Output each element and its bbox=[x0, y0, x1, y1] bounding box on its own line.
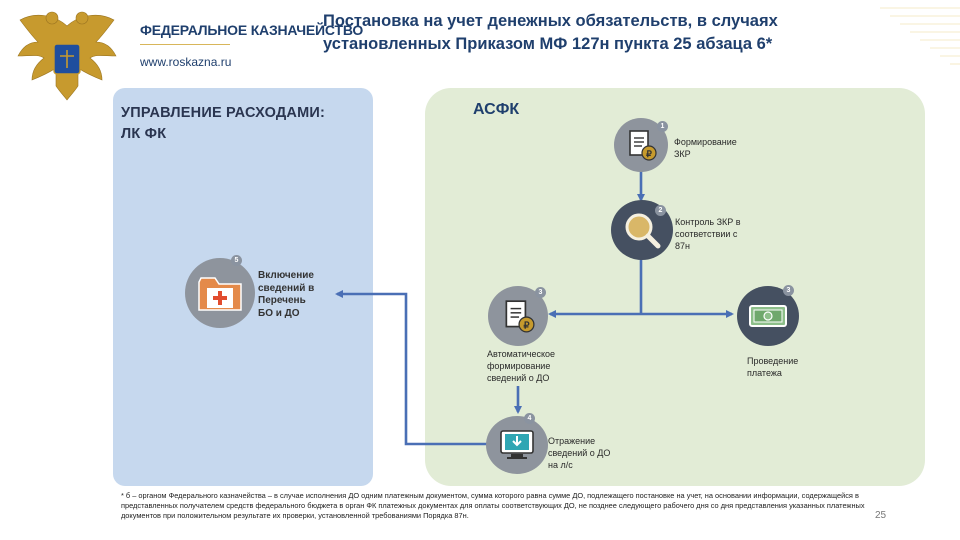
step-5-label-line: Перечень bbox=[258, 295, 306, 306]
step-3-label-line: сведений о ДО bbox=[487, 373, 550, 383]
step-4-number: 4 bbox=[524, 413, 535, 424]
step-2-label-line: Контроль ЗКР в bbox=[675, 217, 741, 227]
folder-plus-icon bbox=[198, 277, 242, 311]
step-3-number: 3 bbox=[535, 287, 546, 298]
step-5-label-line: Включение bbox=[258, 270, 314, 281]
slide-title: Постановка на учет денежных обязательств… bbox=[323, 12, 778, 53]
document-ruble-icon: ₽ bbox=[505, 300, 535, 333]
step-3b-label: Проведение платежа bbox=[747, 355, 798, 379]
svg-text:₽: ₽ bbox=[523, 321, 530, 332]
svg-text:₽: ₽ bbox=[646, 149, 652, 159]
step-1-label-line: Формирование bbox=[674, 137, 737, 147]
step-2-label-line: 87н bbox=[675, 241, 690, 251]
organization-name: ФЕДЕРАЛЬНОЕ КАЗНАЧЕЙСТВО bbox=[140, 22, 364, 38]
step-4-label-line: сведений о ДО bbox=[548, 448, 611, 458]
step-3-label: Автоматическое формирование сведений о Д… bbox=[487, 348, 555, 384]
document-ruble-icon: ₽ bbox=[629, 130, 657, 161]
step-2-label: Контроль ЗКР в соответствии с 87н bbox=[675, 216, 741, 252]
step-3b-label-line: Проведение bbox=[747, 356, 799, 366]
step-2-label-line: соответствии с bbox=[675, 229, 738, 239]
step-5-inclusion-node[interactable] bbox=[185, 258, 255, 328]
step-3b-label-line: платежа bbox=[747, 368, 782, 378]
step-5-number: 5 bbox=[231, 255, 242, 266]
expense-management-title-line2: ЛК ФК bbox=[121, 126, 167, 142]
step-4-reflection-node[interactable] bbox=[486, 416, 548, 474]
banknote-icon bbox=[749, 305, 787, 327]
corner-decoration bbox=[880, 7, 960, 65]
step-4-label: Отражение сведений о ДО на л/с bbox=[548, 435, 610, 471]
step-5-label-line: БО и ДО bbox=[258, 307, 300, 319]
header-divider bbox=[140, 44, 230, 45]
step-3-payment-node[interactable] bbox=[737, 286, 799, 346]
step-5-label: Включение сведений в Перечень БО и ДО bbox=[258, 270, 314, 320]
step-1-number: 1 bbox=[657, 121, 668, 132]
step-4-label-line: на л/с bbox=[548, 460, 573, 470]
expense-management-title: УПРАВЛЕНИЕ РАСХОДАМИ: ЛК ФК bbox=[121, 103, 325, 145]
step-2-number: 2 bbox=[655, 205, 666, 216]
magnifier-icon bbox=[625, 213, 661, 249]
coat-of-arms-emblem-icon bbox=[17, 11, 117, 101]
step-3-label-line: формирование bbox=[487, 361, 551, 371]
step-4-label-line: Отражение bbox=[548, 436, 596, 446]
step-5-label-line: сведений в bbox=[258, 282, 315, 294]
step-1-document-node[interactable]: ₽ bbox=[614, 118, 668, 172]
step-3-label-line: Автоматическое bbox=[487, 349, 556, 359]
arrow-step4-to-step5 bbox=[335, 290, 488, 446]
organization-url[interactable]: www.roskazna.ru bbox=[140, 55, 232, 69]
expense-management-title-line1: УПРАВЛЕНИЕ РАСХОДАМИ: bbox=[121, 105, 325, 121]
asfk-title: АСФК bbox=[473, 101, 520, 118]
monitor-download-icon bbox=[500, 430, 534, 459]
step-1-label: Формирование ЗКР bbox=[674, 136, 737, 160]
step-1-label-line: ЗКР bbox=[674, 149, 691, 159]
step-2-control-node[interactable] bbox=[611, 200, 673, 260]
footnote: * б – органом Федерального казначейства … bbox=[121, 491, 865, 521]
step-3b-number: 3 bbox=[783, 285, 794, 296]
page-number: 25 bbox=[875, 510, 887, 521]
